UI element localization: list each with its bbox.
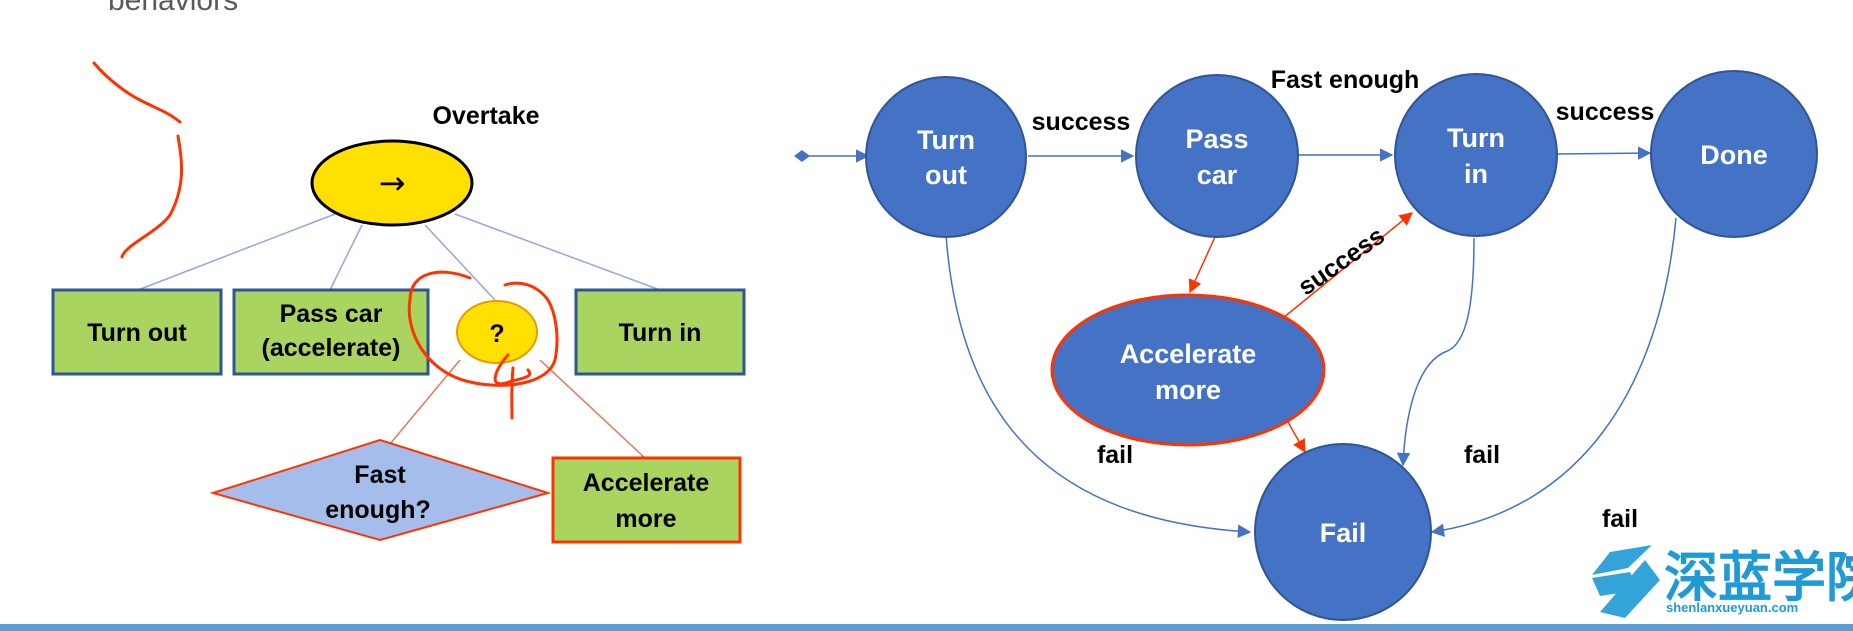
behavior-tree: Overtake → Turn out Pass car (accelerate…: [51, 102, 746, 544]
brand-name-cn: 深蓝学院: [1664, 546, 1853, 609]
fallback-node: [456, 300, 538, 364]
state-turn-in-line1: Turn: [1447, 123, 1505, 153]
edge-turnin-fail: [1396, 237, 1475, 467]
brand-watermark: 深蓝学院 shenlanxueyuan.com: [1592, 545, 1853, 618]
bt-leaf-pass-car: [232, 288, 430, 376]
state-done-label: Done: [1700, 140, 1768, 170]
state-fail-label: Fail: [1320, 518, 1367, 548]
condition-fast-enough: [209, 438, 552, 542]
root-label: Overtake: [432, 102, 539, 130]
condition-line2: enough?: [325, 496, 431, 524]
sequence-node: [310, 139, 474, 227]
bottom-accent-bar: [0, 624, 1853, 631]
bt-leaf-turn-out-label: Turn out: [87, 319, 187, 347]
bt-action-line2: more: [615, 505, 676, 533]
condition-line1: Fast: [354, 461, 406, 489]
header-fragment: behaviors: [108, 0, 238, 17]
bt-leaf-turn-out: [51, 288, 223, 376]
state-turn-out: Turn out: [865, 76, 1027, 238]
edge-turnin-done: [1556, 146, 1652, 160]
edge-turnout-fail: [945, 234, 1252, 539]
label-turnin-fail: fail: [1464, 441, 1500, 469]
brand-name-en: shenlanxueyuan.com: [1666, 600, 1798, 615]
state-turn-in-line2: in: [1464, 159, 1488, 189]
state-turn-in: Turn in: [1394, 73, 1558, 237]
state-turn-out-line2: out: [925, 160, 967, 190]
state-done: Done: [1650, 70, 1818, 238]
edge-pass-accelerate: [1188, 236, 1216, 294]
label-turnout-pass: success: [1032, 108, 1131, 136]
state-fail: Fail: [1254, 443, 1432, 621]
bt-leaf-pass-car-line1: Pass car: [280, 300, 383, 328]
fallback-symbol: ?: [489, 320, 504, 348]
bt-leaf-turn-in-label: Turn in: [619, 319, 702, 347]
edge-accelerate-turnin: [1282, 212, 1414, 319]
bt-fallback-connectors: [379, 359, 646, 459]
bt-leaf-pass-car-line2: (accelerate): [262, 334, 401, 362]
state-machine: Turn out Pass car Turn in Done Accelerat…: [794, 66, 1818, 621]
bt-connectors: [137, 213, 661, 301]
state-pass-car-line1: Pass: [1185, 124, 1248, 154]
bt-leaf-turn-in: [574, 288, 746, 376]
label-pass-turnin: Fast enough: [1271, 66, 1420, 94]
sequence-arrow-icon: →: [379, 164, 406, 202]
edge-done-fail: [1430, 217, 1677, 537]
state-accelerate-line2: more: [1155, 375, 1221, 405]
state-pass-car: Pass car: [1135, 74, 1299, 238]
label-turnin-done: success: [1556, 98, 1655, 126]
label-done-fail: fail: [1602, 505, 1638, 533]
state-turn-out-line1: Turn: [917, 125, 975, 155]
bt-action-accelerate: [551, 456, 742, 544]
brand-logo-icon: [1592, 545, 1660, 618]
pen-annotations: [92, 61, 559, 420]
edge-accelerate-fail: [1287, 421, 1306, 454]
bt-action-line1: Accelerate: [583, 469, 710, 497]
label-turnout-fail: fail: [1097, 441, 1133, 469]
edges: [945, 146, 1677, 539]
label-accel-turnin: success: [1293, 222, 1390, 302]
state-accelerate-line1: Accelerate: [1120, 339, 1257, 369]
state-accelerate-more: Accelerate more: [1050, 293, 1326, 447]
entry-arrow: [794, 149, 870, 163]
state-pass-car-line2: car: [1197, 160, 1238, 190]
